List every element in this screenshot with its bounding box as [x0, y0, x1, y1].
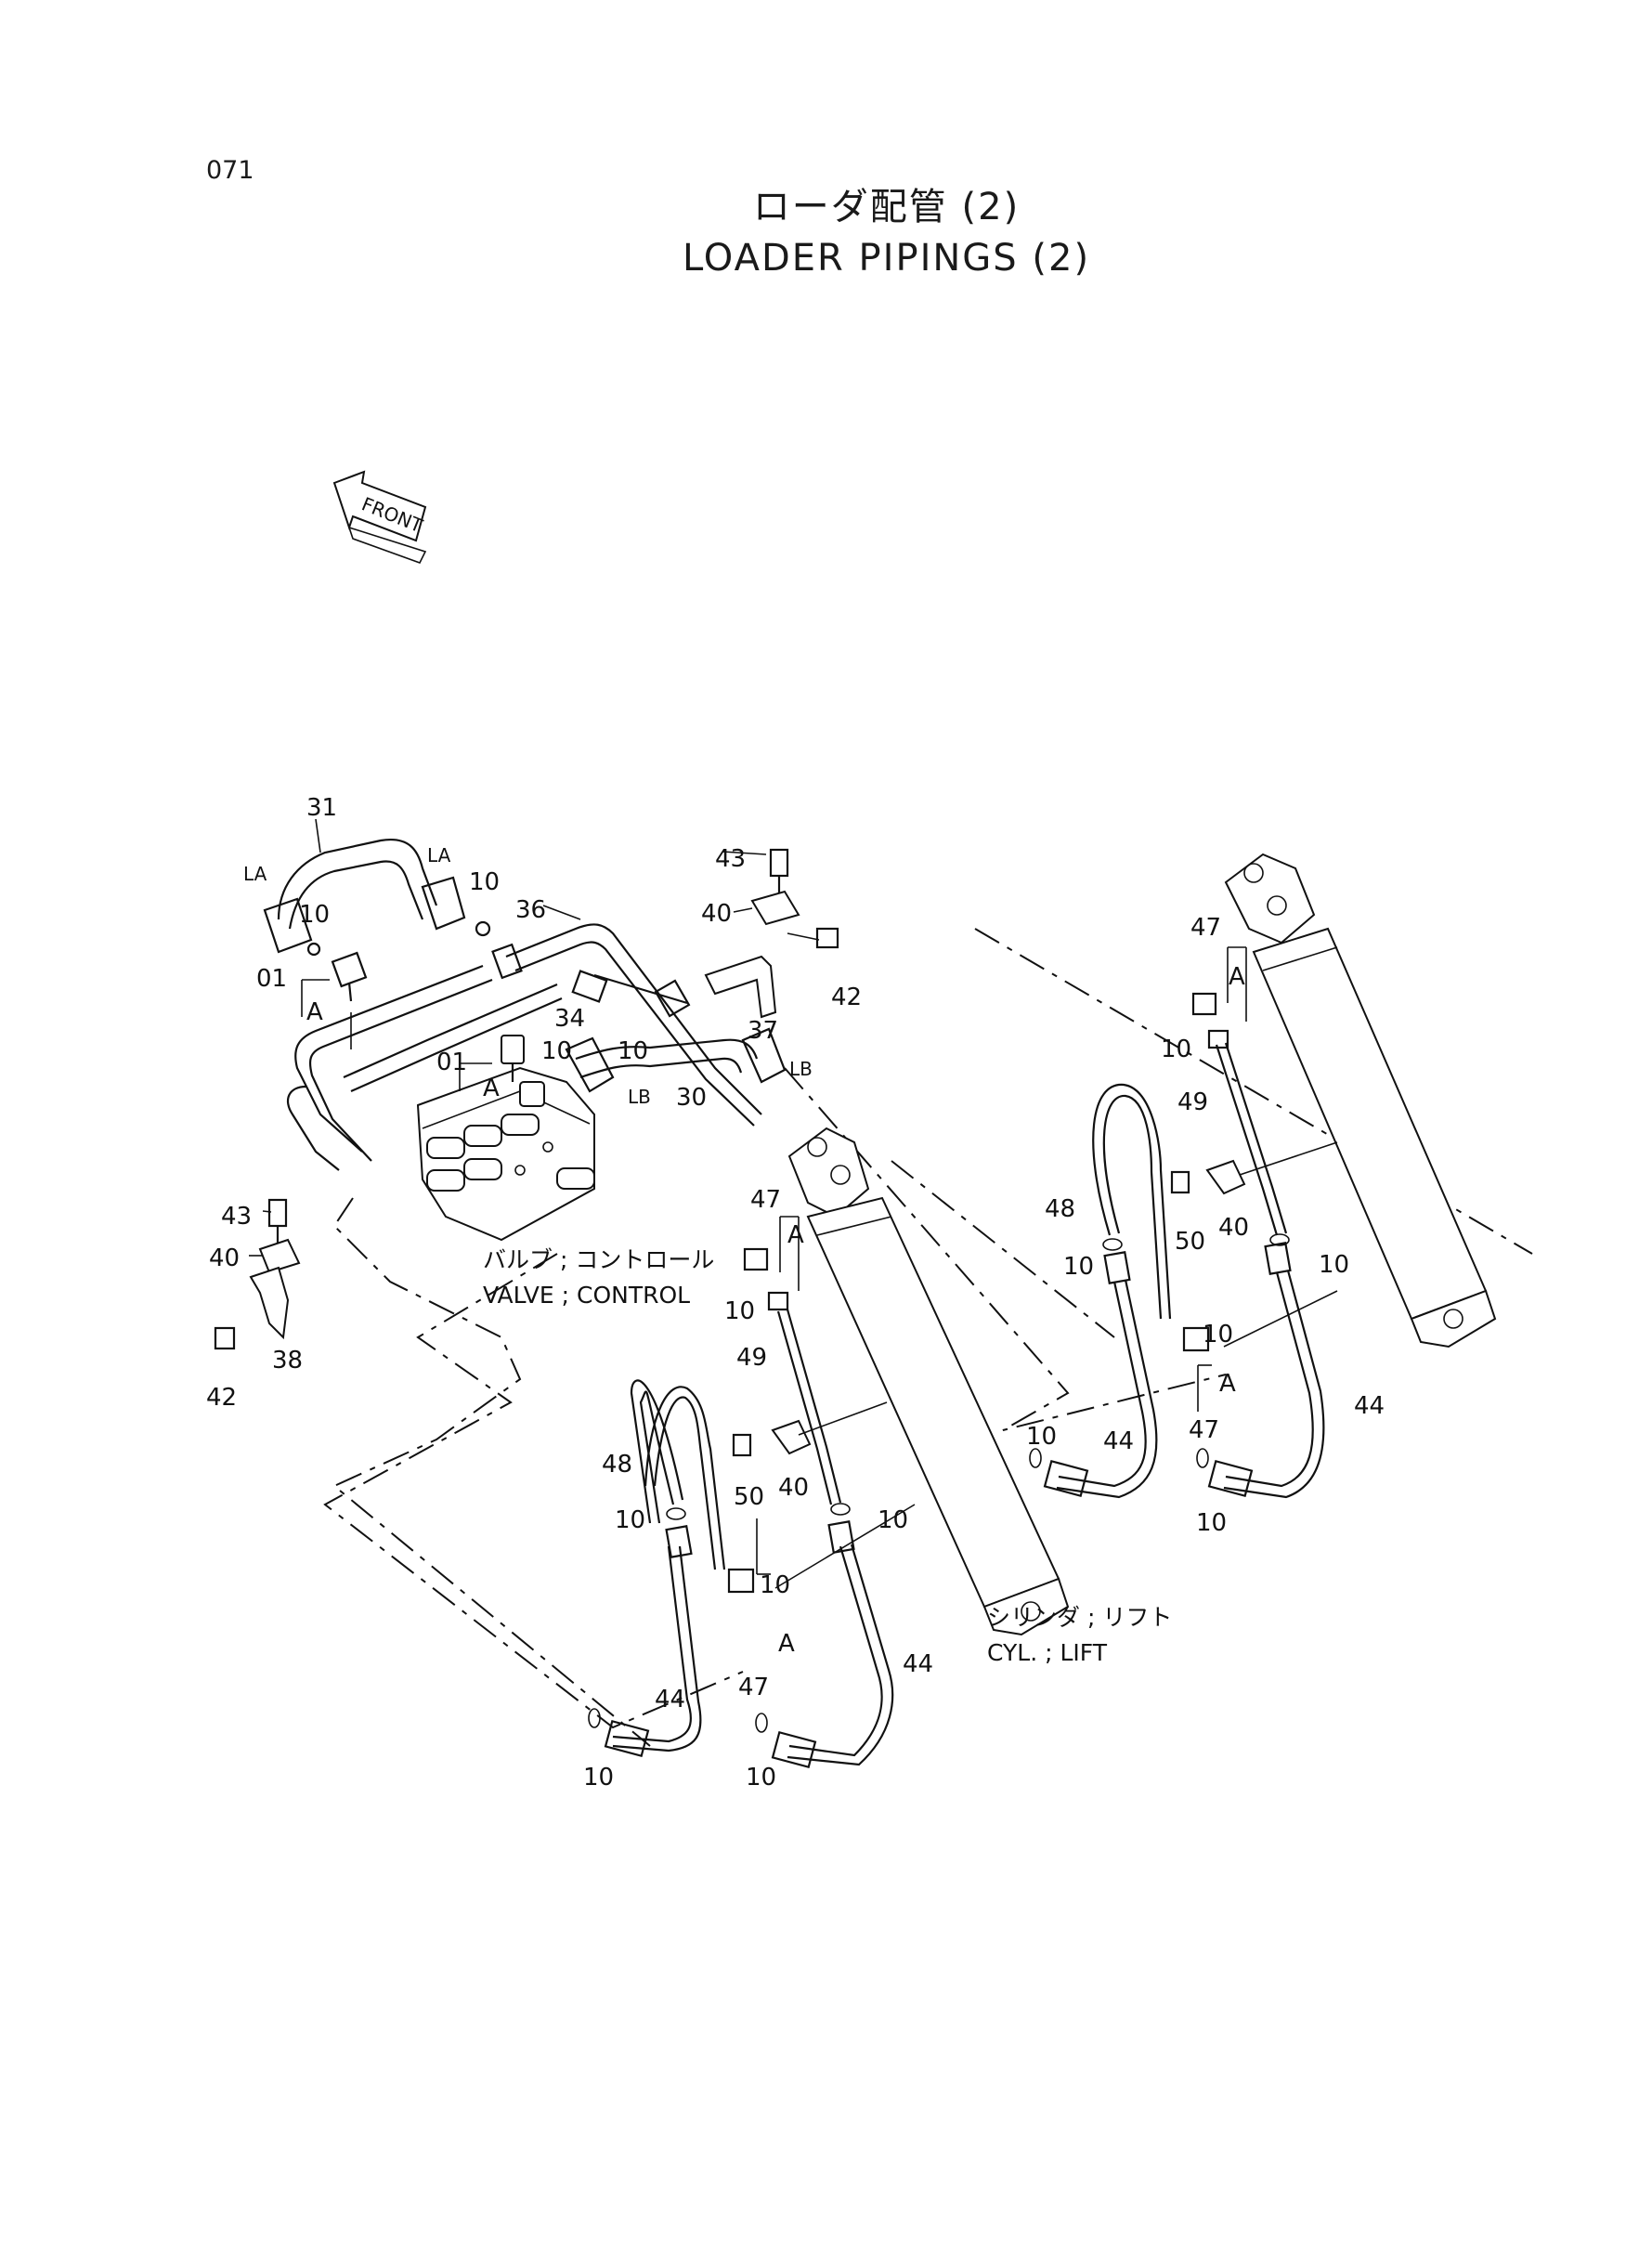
callout-la-right: LA: [427, 844, 451, 866]
callout-10-o: 10: [1026, 1423, 1057, 1451]
callout-40-c: 40: [778, 1474, 809, 1502]
callout-47-c: 47: [1190, 914, 1221, 942]
callout-a-6: A: [1219, 1370, 1236, 1398]
title-english: LOADER PIPINGS (2): [682, 237, 1091, 280]
callout-44-a: 44: [655, 1686, 685, 1713]
callout-10-i: 10: [583, 1764, 614, 1791]
callout-a-4: A: [778, 1630, 795, 1658]
callout-48-b: 48: [1045, 1195, 1075, 1223]
callout-34: 34: [554, 1005, 585, 1033]
hose-30: [565, 1027, 787, 1093]
callout-10-b: 10: [469, 868, 500, 896]
callout-la-left: LA: [243, 863, 267, 885]
callout-a-5: A: [1229, 963, 1245, 991]
callout-36: 36: [515, 896, 546, 924]
callout-lb-right: LB: [789, 1058, 813, 1080]
callout-43-b: 43: [221, 1203, 252, 1231]
callout-44-c: 44: [1103, 1427, 1134, 1455]
callout-10-h: 10: [760, 1571, 790, 1599]
callout-44-b: 44: [903, 1650, 933, 1678]
callout-49-b: 49: [1177, 1088, 1208, 1116]
callout-10-l: 10: [1063, 1253, 1094, 1281]
callout-42-a: 42: [831, 984, 862, 1011]
control-valve: [416, 1035, 595, 1242]
lift-cylinder-right: [1224, 853, 1497, 1348]
callout-10-e: 10: [724, 1297, 755, 1325]
caption-cyl-en: CYL. ; LIFT: [987, 1639, 1108, 1666]
callout-30: 30: [676, 1084, 707, 1112]
hose-set-right: [1029, 992, 1325, 1499]
callout-37: 37: [748, 1017, 778, 1045]
callout-10-g: 10: [878, 1506, 908, 1534]
callout-10-k: 10: [1161, 1036, 1191, 1063]
callout-50-a: 50: [734, 1483, 764, 1511]
callout-10-f: 10: [615, 1506, 645, 1534]
callout-10-c: 10: [618, 1037, 648, 1065]
callout-40-d: 40: [1218, 1214, 1249, 1242]
callout-10-n: 10: [1203, 1321, 1233, 1348]
callout-10-p: 10: [1196, 1509, 1227, 1537]
callout-42-b: 42: [206, 1384, 237, 1412]
callout-01-a: 01: [256, 965, 287, 993]
callout-10-m: 10: [1319, 1251, 1349, 1279]
pipe-bundle-36: [286, 923, 762, 1171]
callout-49-a: 49: [736, 1344, 767, 1372]
page-title: ローダ配管 (2) LOADER PIPINGS (2): [0, 182, 1652, 284]
callout-38: 38: [272, 1347, 303, 1375]
callout-a-2: A: [483, 1075, 500, 1102]
callout-a-3: A: [787, 1221, 804, 1249]
callout-10-j: 10: [746, 1764, 776, 1791]
callout-47-a: 47: [750, 1186, 781, 1214]
hose-set-left: [588, 1247, 894, 1769]
callout-lb-left: LB: [628, 1086, 651, 1108]
callout-a-1: A: [306, 998, 323, 1026]
page-number: 071: [206, 156, 254, 185]
caption-cyl-jp: シリンダ ; リフト: [987, 1604, 1172, 1631]
caption-valve-en: VALVE ; CONTROL: [483, 1282, 690, 1309]
callout-40-b: 40: [209, 1244, 240, 1272]
callout-47-d: 47: [1189, 1416, 1219, 1444]
callout-31: 31: [306, 794, 337, 822]
caption-valve-jp: バルブ ; コントロール: [483, 1246, 714, 1273]
hose-31: [263, 838, 491, 1049]
callout-01-b: 01: [436, 1049, 467, 1076]
bracket-37: [704, 848, 839, 1019]
callout-10-d: 10: [541, 1037, 572, 1065]
bracket-38: [214, 1198, 301, 1350]
callout-10-a: 10: [299, 901, 330, 929]
callout-40-a: 40: [701, 900, 732, 928]
callout-48-a: 48: [602, 1451, 632, 1479]
callout-47-b: 47: [738, 1674, 769, 1701]
leader-lines: [249, 818, 1338, 1589]
title-japanese: ローダ配管 (2): [752, 186, 1021, 228]
lift-cylinder-left: [787, 1127, 1070, 1636]
front-arrow-icon: FRONT: [332, 470, 427, 564]
callout-43-a: 43: [715, 845, 746, 873]
callout-44-d: 44: [1354, 1392, 1385, 1420]
callout-50-b: 50: [1175, 1228, 1205, 1256]
